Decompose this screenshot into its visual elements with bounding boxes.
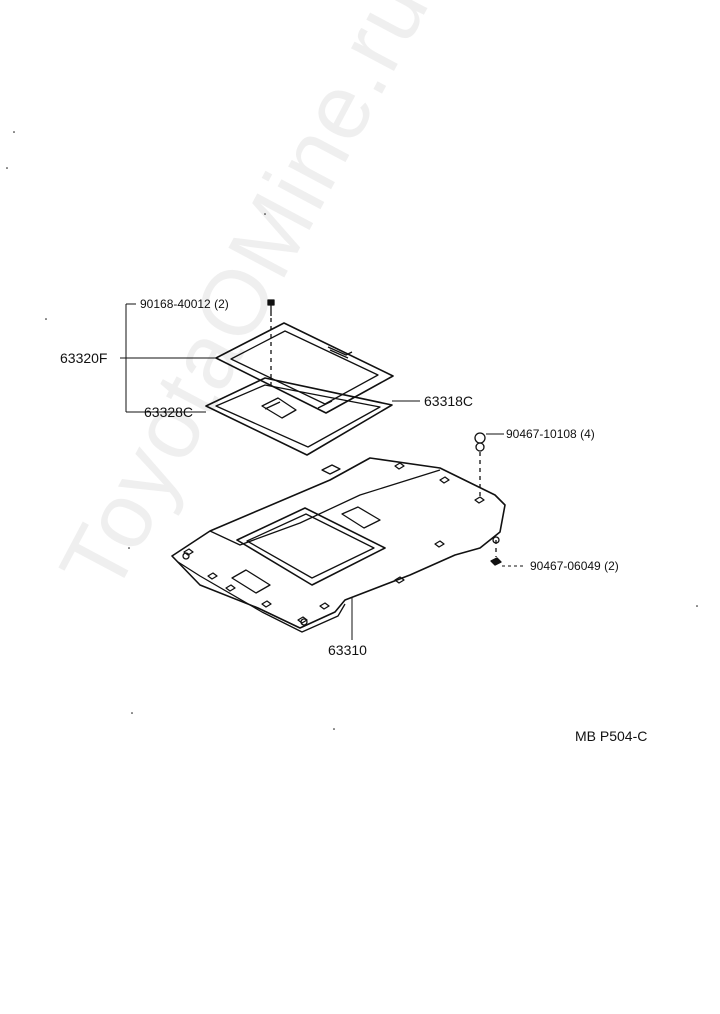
label-clip-b: 90467-06049 (2) (530, 559, 619, 573)
leader-lines (120, 303, 526, 640)
figure-code: MB P504-C (575, 728, 648, 744)
scan-specks (6, 131, 698, 730)
screw-part (267, 299, 275, 390)
clip-parts (474, 432, 502, 566)
label-clip-a: 90467-10108 (4) (506, 427, 595, 441)
label-sunroof-trim: 63318C (424, 393, 474, 409)
label-headliner: 63310 (328, 642, 367, 658)
sunshade-frame-part (215, 322, 394, 414)
label-screw: 90168-40012 (2) (140, 297, 229, 311)
headliner-part (171, 457, 506, 633)
label-sunshade-frame: 63320F (60, 350, 108, 366)
label-sunshade-seal: 63328C (144, 404, 194, 420)
sunshade-panel-part (205, 377, 393, 456)
